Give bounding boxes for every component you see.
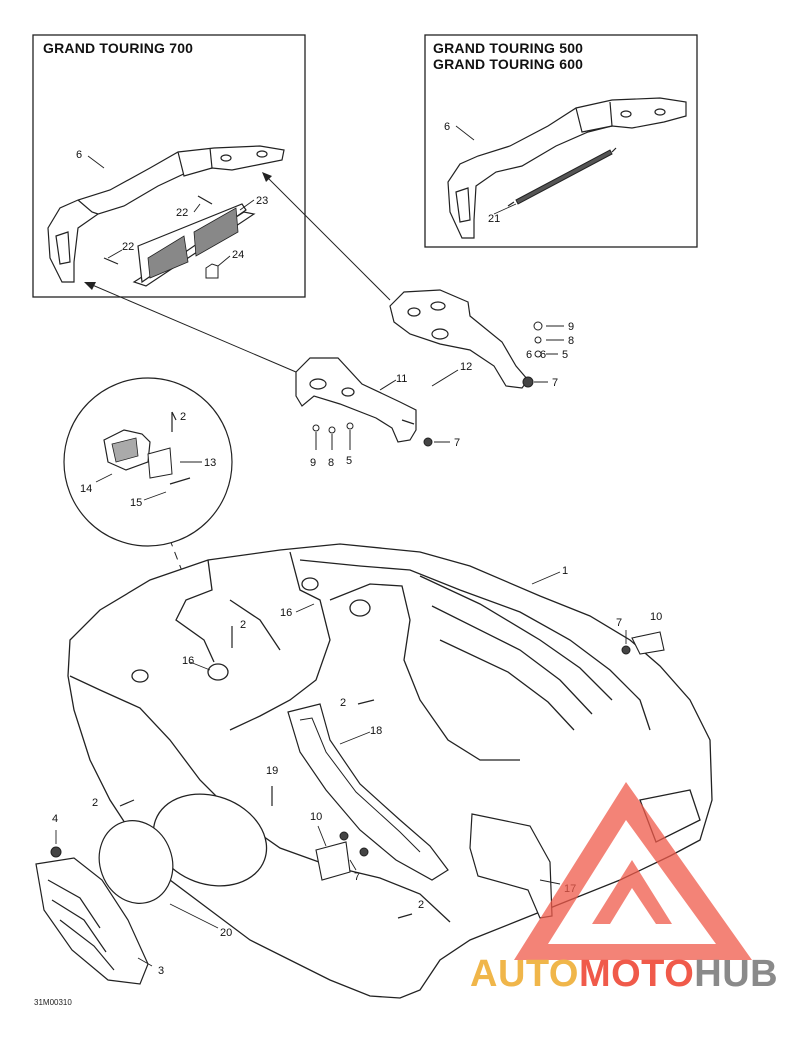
clip-drawing [205, 263, 219, 279]
callout-21: 21 [488, 213, 500, 225]
callout-8a: 8 [568, 335, 574, 347]
callout-20: 20 [220, 927, 232, 939]
callout-2a: 2 [180, 411, 186, 423]
side-grille-drawing [35, 857, 149, 985]
callout-10b: 10 [310, 811, 322, 823]
side-plate-drawing [469, 813, 553, 919]
callout-2e: 2 [418, 899, 424, 911]
callout-2c: 2 [340, 697, 346, 709]
callout-12: 12 [460, 361, 472, 373]
main-body-drawing [67, 543, 713, 999]
assembly-arrows [84, 172, 391, 691]
detail-circle [63, 377, 233, 547]
callout-24: 24 [232, 249, 244, 261]
callout-5a: 5 [562, 349, 568, 361]
callout-4: 4 [52, 813, 58, 825]
left-box-title: GRAND TOURING 700 [43, 40, 194, 56]
bracket-11-drawing [295, 357, 417, 443]
pins-drawing [119, 411, 413, 919]
nuts-drawing [50, 645, 631, 858]
callout-7a: 7 [552, 377, 558, 389]
latch-drawing [315, 841, 351, 881]
callout-7c: 7 [616, 617, 622, 629]
right-box-title-1: GRAND TOURING 500 [433, 40, 584, 56]
callout-7d: 7 [354, 871, 360, 883]
rail-drawing [287, 703, 449, 881]
callout-5b: 5 [346, 455, 352, 467]
callout-9a: 9 [568, 321, 574, 333]
right-box-title-2: GRAND TOURING 600 [433, 56, 584, 72]
watermark-part-2: MOTO [578, 953, 695, 995]
handle-500-600-drawing [447, 97, 687, 239]
callout-13: 13 [204, 457, 216, 469]
grand-touring-500-600-box [424, 34, 698, 248]
callout-23: 23 [256, 195, 268, 207]
callout-18: 18 [370, 725, 382, 737]
callout-19: 19 [266, 765, 278, 777]
callout-22a: 22 [176, 207, 188, 219]
handle-700-drawing [47, 145, 285, 283]
callout-14: 14 [80, 483, 92, 495]
callout-6d: 6 [540, 349, 546, 361]
clamp-drawing [631, 631, 665, 655]
figure-code: 31M00310 [34, 998, 72, 1007]
watermark-text: AUTOMOTOHUB [470, 954, 778, 994]
callout-22b: 22 [122, 241, 134, 253]
callout-1: 1 [562, 565, 568, 577]
watermark-part-3: HUB [694, 953, 779, 995]
callout-8b: 8 [328, 457, 334, 469]
callout-2b: 2 [240, 619, 246, 631]
callout-6b: 6 [444, 121, 450, 133]
callout-9b: 9 [310, 457, 316, 469]
callout-6c: 6 [526, 349, 532, 361]
callout-10a: 10 [650, 611, 662, 623]
watermark-part-1: AUTO [470, 953, 579, 995]
callout-16a: 16 [280, 607, 292, 619]
watermark-logo-icon [514, 782, 752, 960]
screw-22-drawing [103, 195, 213, 265]
fastener-leaders [315, 325, 564, 450]
vent-grille-drawing [132, 203, 256, 287]
rail-inner-drawing [299, 717, 421, 853]
callout-16b: 16 [182, 655, 194, 667]
grand-touring-700-box [32, 34, 306, 298]
callout-15: 15 [130, 497, 142, 509]
bracket-12-drawing [389, 289, 529, 389]
fastener-set-drawing [312, 321, 543, 447]
callout-7b: 7 [454, 437, 460, 449]
cover-disc-drawing [98, 820, 174, 904]
callout-2d: 2 [92, 797, 98, 809]
callout-3: 3 [158, 965, 164, 977]
strap-drawing [507, 147, 617, 207]
callout-leaders [55, 125, 627, 967]
callout-11: 11 [396, 373, 407, 385]
callout-6a: 6 [76, 149, 82, 161]
